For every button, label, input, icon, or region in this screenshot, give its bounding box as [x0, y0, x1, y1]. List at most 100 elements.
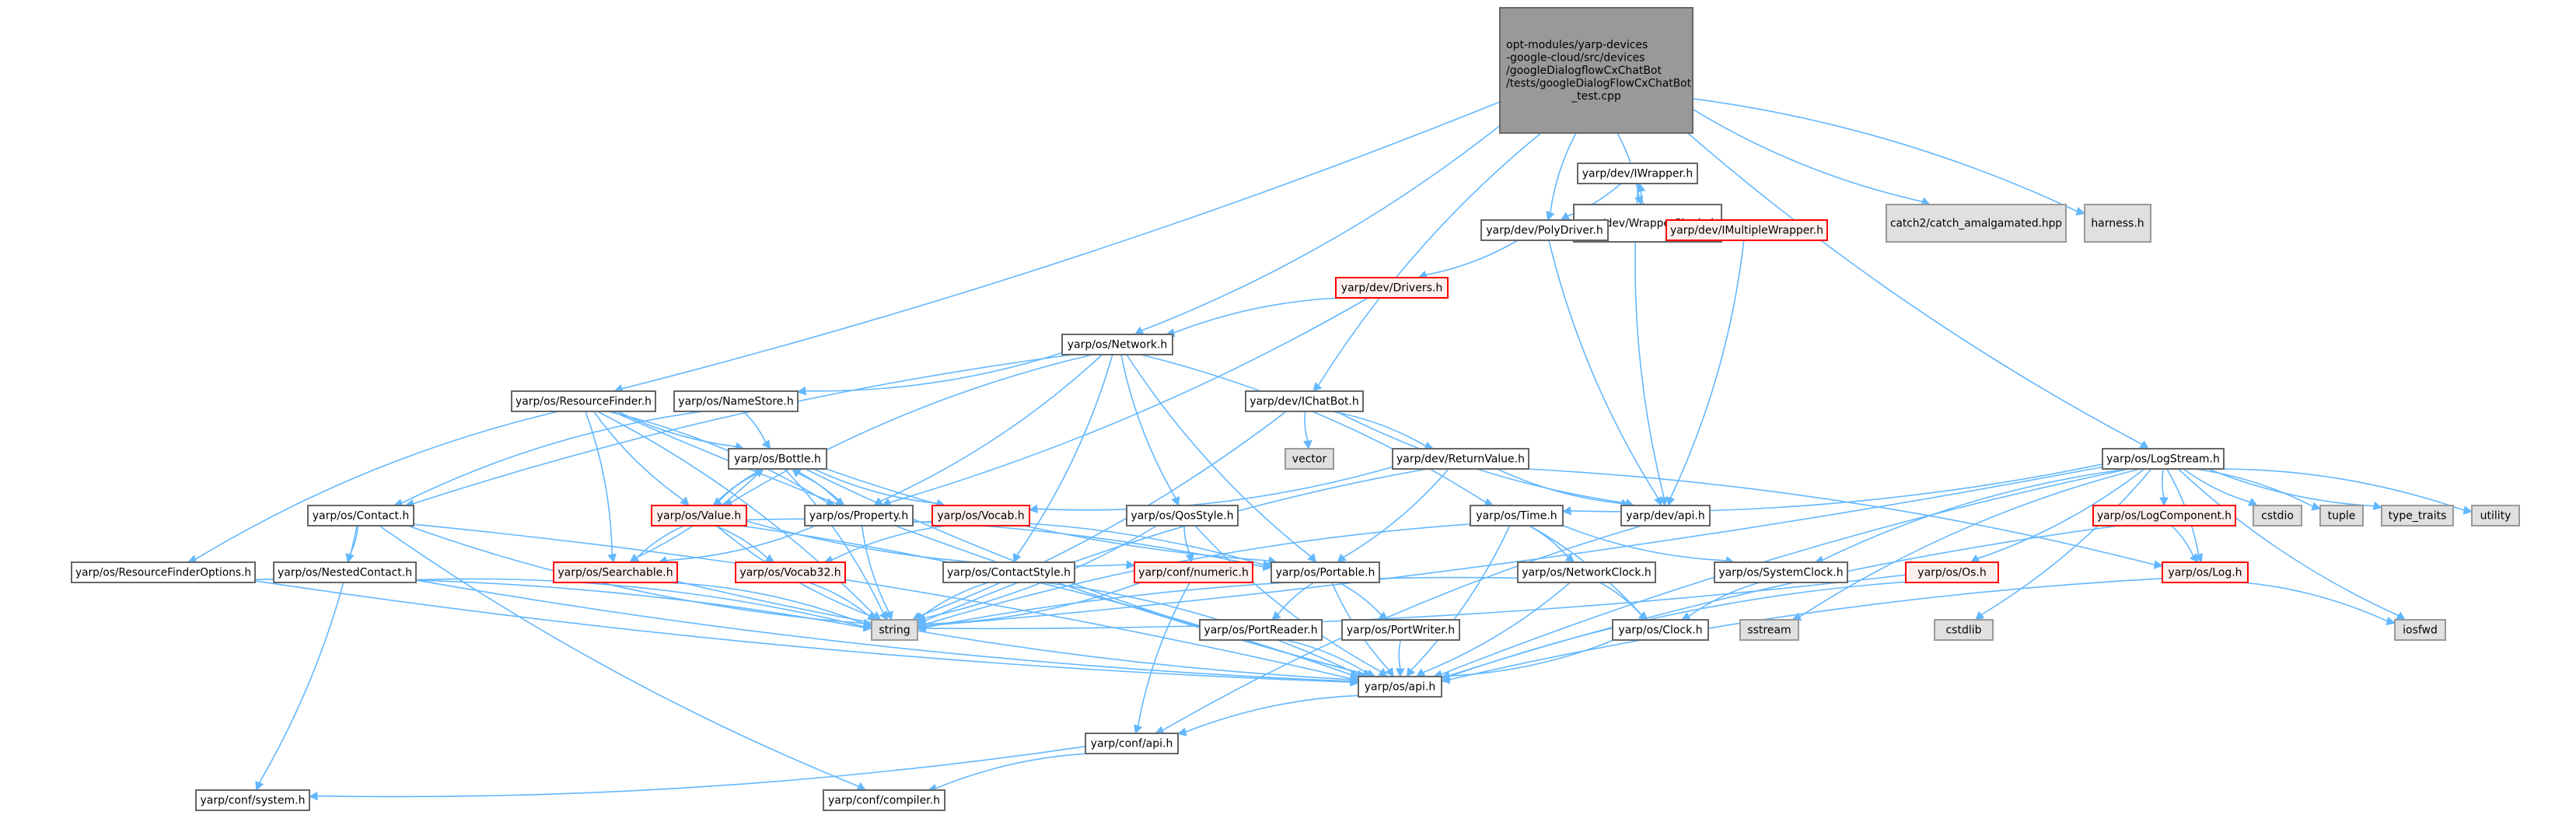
node-searchable[interactable]: yarp/os/Searchable.h	[553, 561, 678, 583]
node-property[interactable]: yarp/os/Property.h	[804, 505, 914, 526]
node-box-utility[interactable]	[2471, 505, 2520, 526]
node-box-string[interactable]	[871, 619, 918, 641]
node-box-resourcefinder[interactable]	[511, 390, 656, 412]
node-bottle[interactable]: yarp/os/Bottle.h	[728, 448, 827, 470]
node-box-ichatbot[interactable]	[1245, 390, 1364, 412]
node-box-polydriver[interactable]	[1480, 219, 1609, 241]
node-box-networkclock[interactable]	[1517, 561, 1656, 583]
node-box-contactstyle[interactable]	[942, 561, 1075, 583]
node-box-compiler[interactable]	[823, 789, 945, 811]
node-iosfwd[interactable]: iosfwd	[2394, 619, 2446, 641]
node-box-imultiplewrapper[interactable]	[1665, 219, 1828, 241]
node-box-namestore[interactable]	[673, 390, 799, 412]
node-rfoptions[interactable]: yarp/os/ResourceFinderOptions.h	[71, 561, 256, 583]
node-time[interactable]: yarp/os/Time.h	[1470, 505, 1564, 526]
node-harness[interactable]: harness.h	[2084, 204, 2151, 243]
node-box-numeric[interactable]	[1134, 561, 1253, 583]
node-string[interactable]: string	[871, 619, 918, 641]
node-vocab32[interactable]: yarp/os/Vocab32.h	[735, 561, 846, 583]
node-namestore[interactable]: yarp/os/NameStore.h	[673, 390, 799, 412]
node-box-qosstyle[interactable]	[1126, 505, 1239, 526]
node-utility[interactable]: utility	[2471, 505, 2520, 526]
node-box-portwriter[interactable]	[1341, 619, 1460, 641]
node-box-vector[interactable]	[1285, 448, 1334, 470]
node-network[interactable]: yarp/os/Network.h	[1061, 334, 1173, 355]
node-imultiplewrapper[interactable]: yarp/dev/IMultipleWrapper.h	[1665, 219, 1828, 241]
node-os[interactable]: yarp/os/Os.h	[1905, 561, 1999, 583]
node-box-system[interactable]	[195, 789, 310, 811]
node-box-rfoptions[interactable]	[71, 561, 256, 583]
node-tuple[interactable]: tuple	[2319, 505, 2364, 526]
node-box-cstdlib[interactable]	[1934, 619, 1994, 641]
node-box-contact[interactable]	[307, 505, 414, 526]
node-osapi[interactable]: yarp/os/api.h	[1358, 676, 1442, 698]
node-portreader[interactable]: yarp/os/PortReader.h	[1199, 619, 1323, 641]
node-box-iosfwd[interactable]	[2394, 619, 2446, 641]
node-contactstyle[interactable]: yarp/os/ContactStyle.h	[942, 561, 1075, 583]
node-contact[interactable]: yarp/os/Contact.h	[307, 505, 414, 526]
node-box-sstream[interactable]	[1739, 619, 1799, 641]
node-box-logcomponent[interactable]	[2092, 505, 2236, 526]
node-box-root[interactable]	[1499, 7, 1693, 134]
node-iwrapper[interactable]: yarp/dev/IWrapper.h	[1577, 163, 1698, 184]
node-qosstyle[interactable]: yarp/os/QosStyle.h	[1126, 505, 1239, 526]
node-value[interactable]: yarp/os/Value.h	[651, 505, 747, 526]
node-drivers[interactable]: yarp/dev/Drivers.h	[1335, 277, 1449, 299]
node-ichatbot[interactable]: yarp/dev/IChatBot.h	[1245, 390, 1364, 412]
node-numeric[interactable]: yarp/conf/numeric.h	[1134, 561, 1253, 583]
node-logcomponent[interactable]: yarp/os/LogComponent.h	[2092, 505, 2236, 526]
edge-resourcefinder-to-value	[592, 411, 684, 501]
node-vocab[interactable]: yarp/os/Vocab.h	[931, 505, 1030, 526]
node-box-portreader[interactable]	[1199, 619, 1323, 641]
node-box-vocab[interactable]	[931, 505, 1030, 526]
node-box-log[interactable]	[2162, 561, 2249, 583]
node-logstream[interactable]: yarp/os/LogStream.h	[2102, 448, 2225, 470]
node-box-bottle[interactable]	[728, 448, 827, 470]
node-box-returnvalue[interactable]	[1392, 448, 1529, 470]
node-box-catch2[interactable]	[1886, 204, 2067, 243]
node-box-value[interactable]	[651, 505, 747, 526]
node-systemclock[interactable]: yarp/os/SystemClock.h	[1714, 561, 1848, 583]
node-devapi[interactable]: yarp/dev/api.h	[1620, 505, 1711, 526]
node-cstdio[interactable]: cstdio	[2253, 505, 2302, 526]
node-box-devapi[interactable]	[1620, 505, 1711, 526]
node-clock[interactable]: yarp/os/Clock.h	[1612, 619, 1709, 641]
node-box-os[interactable]	[1905, 561, 1999, 583]
node-sstream[interactable]: sstream	[1739, 619, 1799, 641]
node-portable[interactable]: yarp/os/Portable.h	[1271, 561, 1380, 583]
node-box-tuple[interactable]	[2319, 505, 2364, 526]
node-box-searchable[interactable]	[553, 561, 678, 583]
node-log[interactable]: yarp/os/Log.h	[2162, 561, 2249, 583]
node-box-cstdio[interactable]	[2253, 505, 2302, 526]
node-box-iwrapper[interactable]	[1577, 163, 1698, 184]
node-box-time[interactable]	[1470, 505, 1564, 526]
node-portwriter[interactable]: yarp/os/PortWriter.h	[1341, 619, 1460, 641]
node-box-property[interactable]	[804, 505, 914, 526]
node-box-portable[interactable]	[1271, 561, 1380, 583]
node-system[interactable]: yarp/conf/system.h	[195, 789, 310, 811]
edge-network-to-time	[1141, 354, 1487, 503]
node-box-vocab32[interactable]	[735, 561, 846, 583]
node-resourcefinder[interactable]: yarp/os/ResourceFinder.h	[511, 390, 656, 412]
node-returnvalue[interactable]: yarp/dev/ReturnValue.h	[1392, 448, 1529, 470]
node-type_traits[interactable]: type_traits	[2381, 505, 2454, 526]
node-box-osapi[interactable]	[1358, 676, 1442, 698]
node-networkclock[interactable]: yarp/os/NetworkClock.h	[1517, 561, 1656, 583]
node-box-confapi[interactable]	[1085, 733, 1179, 754]
node-box-type_traits[interactable]	[2381, 505, 2454, 526]
node-box-network[interactable]	[1061, 334, 1173, 355]
node-compiler[interactable]: yarp/conf/compiler.h	[823, 789, 945, 811]
node-box-drivers[interactable]	[1335, 277, 1449, 299]
node-root[interactable]: opt-modules/yarp-devices-google-cloud/sr…	[1499, 7, 1693, 134]
node-box-clock[interactable]	[1612, 619, 1709, 641]
node-box-systemclock[interactable]	[1714, 561, 1848, 583]
node-box-harness[interactable]	[2084, 204, 2151, 243]
node-polydriver[interactable]: yarp/dev/PolyDriver.h	[1480, 219, 1609, 241]
node-vector[interactable]: vector	[1285, 448, 1334, 470]
node-nestedcontact[interactable]: yarp/os/NestedContact.h	[273, 561, 417, 583]
node-confapi[interactable]: yarp/conf/api.h	[1085, 733, 1179, 754]
node-box-nestedcontact[interactable]	[273, 561, 417, 583]
node-box-logstream[interactable]	[2102, 448, 2225, 470]
node-cstdlib[interactable]: cstdlib	[1934, 619, 1994, 641]
node-catch2[interactable]: catch2/catch_amalgamated.hpp	[1886, 204, 2067, 243]
